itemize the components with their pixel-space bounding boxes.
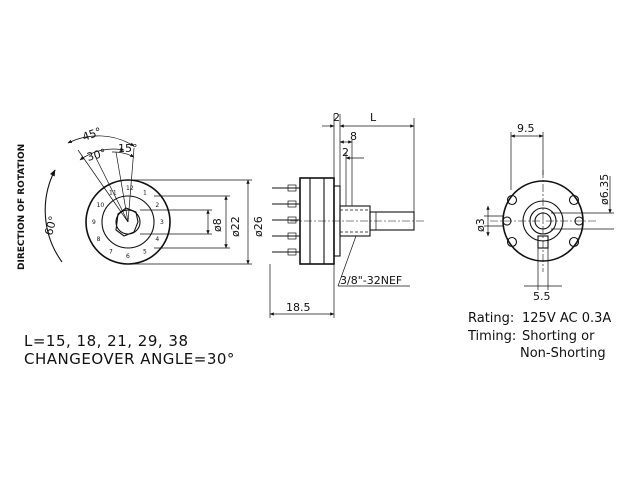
dim-8: 8 — [350, 130, 357, 143]
angle-label-45: 45° — [81, 125, 104, 144]
thread-leader — [337, 235, 357, 287]
dim-18-5: 18.5 — [286, 301, 311, 314]
dim-d3: ø3 — [474, 218, 487, 232]
mount-hole-tl — [506, 194, 518, 206]
position-label-4: 4 — [155, 236, 159, 243]
spec-rating-label: Rating: — [468, 311, 514, 326]
position-label-2: 2 — [155, 202, 159, 209]
mount-hole-l — [502, 216, 512, 226]
terminal-lug — [287, 232, 297, 240]
terminals — [272, 184, 300, 256]
position-label-12: 12 — [126, 185, 134, 192]
position-label-8: 8 — [97, 236, 101, 243]
mount-hole-bl — [506, 236, 518, 248]
position-label-5: 5 — [143, 248, 147, 255]
angle-arc-45 — [67, 135, 135, 147]
position-label-3: 3 — [160, 219, 164, 226]
body-inner-circle — [101, 195, 155, 249]
rotation-arc — [44, 169, 63, 263]
position-label-6: 6 — [126, 253, 130, 260]
terminal-lug — [287, 216, 297, 224]
terminal-lug — [287, 200, 297, 208]
terminal-lug — [287, 248, 297, 256]
spec-rating-value: 125V AC 0.3A — [522, 311, 611, 326]
mount-hole-br — [568, 236, 580, 248]
angle-label-60: 60° — [42, 215, 60, 237]
mount-hole-r — [574, 216, 584, 226]
thread-spec: 3/8"-32NEF — [340, 274, 402, 287]
rotation-label: DIRECTION OF ROTATION — [17, 144, 27, 270]
dim-d22: ø22 — [229, 216, 242, 237]
dim-5-5: 5.5 — [533, 290, 551, 303]
dim-2-top: 2 — [333, 111, 340, 124]
position-label-1: 1 — [143, 190, 147, 197]
angle-label-30: 30° — [85, 146, 107, 164]
radial-line-45 — [77, 149, 129, 223]
dim-d26: ø26 — [252, 216, 265, 237]
dim-2-mid: 2 — [342, 146, 349, 159]
shaft-flat — [115, 207, 139, 237]
note-changeover: CHANGEOVER ANGLE=30° — [24, 350, 235, 368]
note-lengths: L=15, 18, 21, 29, 38 — [24, 332, 189, 350]
position-label-7: 7 — [109, 248, 113, 255]
terminal-lug — [287, 184, 297, 192]
side-view: 2 8 2 L 3/8"-32NEF 18.5 — [269, 111, 424, 318]
angle-label-15: 15° — [118, 142, 138, 155]
mount-hole-tr — [568, 194, 580, 206]
spec-timing-value-1: Shorting or — [522, 329, 595, 344]
dim-d6-35: ø6.35 — [598, 174, 611, 205]
position-label-9: 9 — [92, 219, 96, 226]
spec-timing-value-2: Non-Shorting — [520, 346, 606, 361]
position-label-11: 11 — [109, 190, 117, 197]
dim-d8: ø8 — [211, 218, 224, 232]
dim-9-5: 9.5 — [517, 122, 535, 135]
dim-L: L — [370, 111, 377, 124]
rear-view: 9.5 ø6.35 ø3 5.5 — [474, 122, 614, 303]
position-label-10: 10 — [97, 202, 105, 209]
spec-timing-label: Timing: — [467, 329, 516, 344]
